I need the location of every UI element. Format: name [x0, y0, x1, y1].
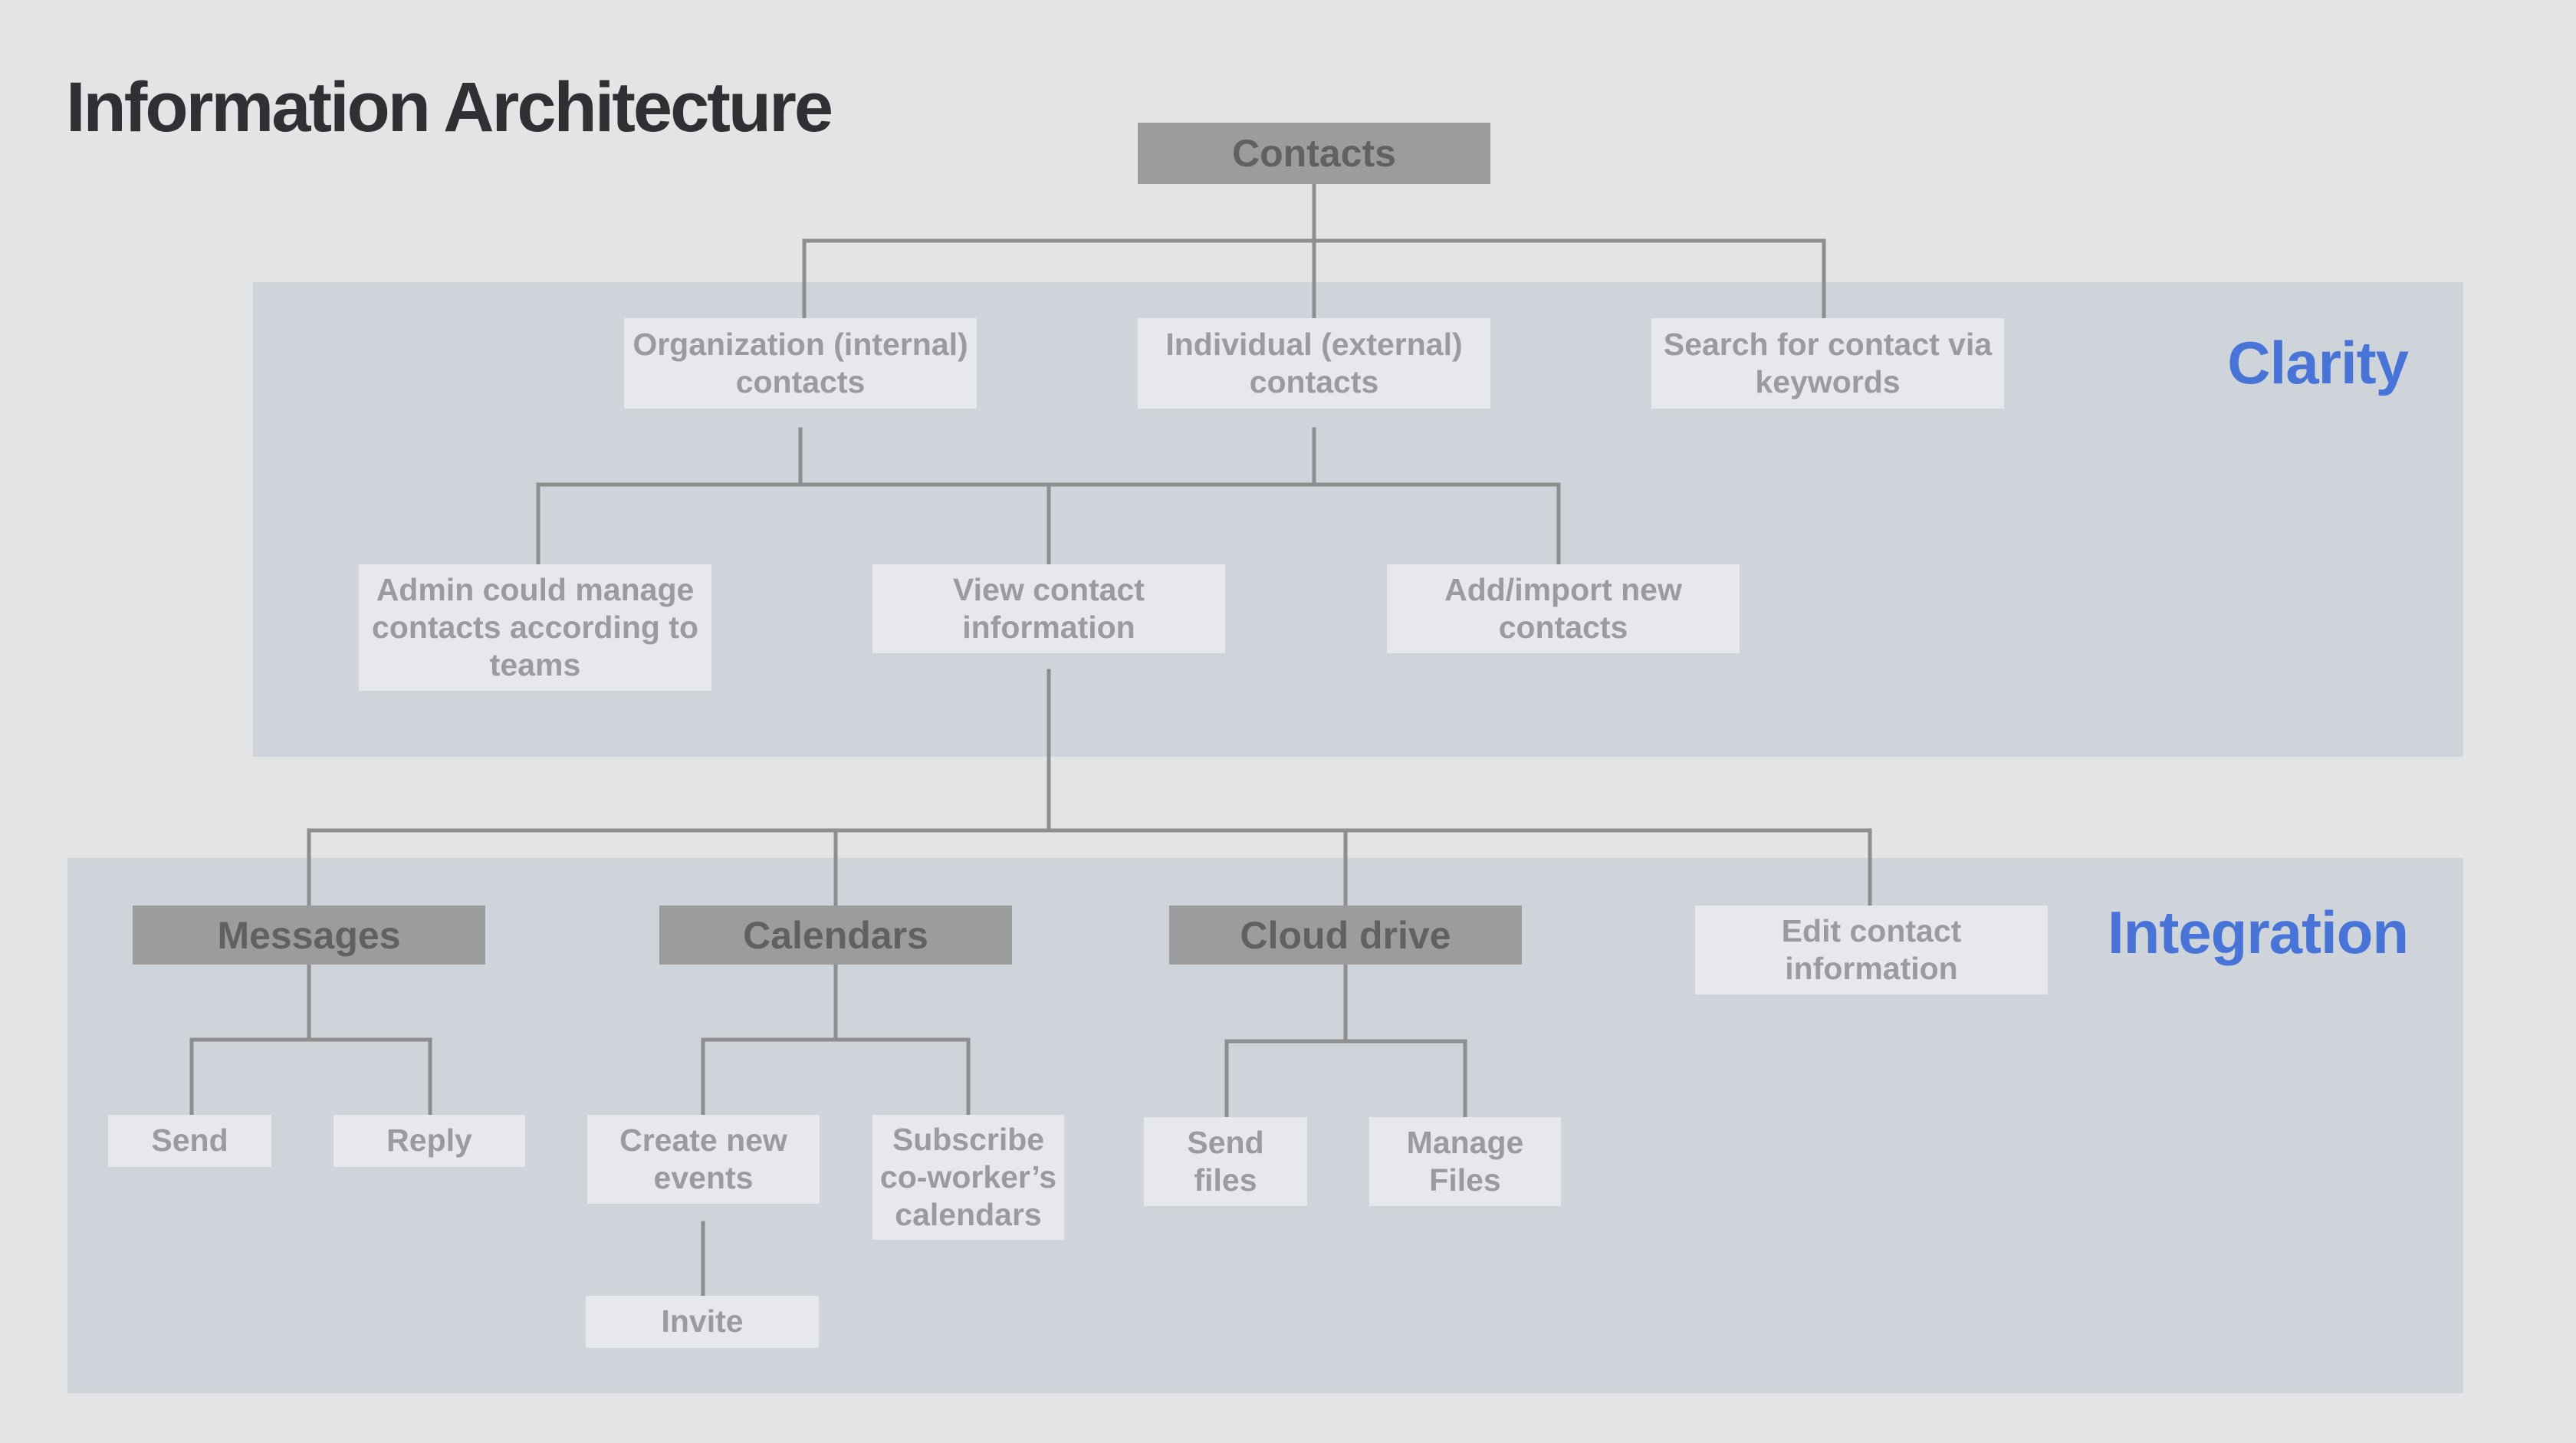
node-manage-files: Manage Files	[1369, 1117, 1561, 1206]
node-contacts: Contacts	[1138, 123, 1490, 184]
node-add-import: Add/import new contacts	[1387, 564, 1740, 653]
node-messages: Messages	[133, 906, 485, 965]
node-send-files: Send files	[1144, 1117, 1307, 1206]
node-view-contact: View contact information	[872, 564, 1225, 653]
node-send: Send	[108, 1115, 271, 1167]
node-admin-manage: Admin could manage contacts according to…	[359, 564, 711, 691]
page-title: Information Architecture	[66, 68, 833, 146]
connector-calendars	[701, 962, 971, 1117]
clarity-section-label: Clarity	[2227, 329, 2409, 396]
connector-messages	[189, 962, 432, 1117]
node-cloud-drive: Cloud drive	[1169, 906, 1522, 965]
node-create-events: Create new events	[587, 1115, 820, 1204]
node-subscribe-calendars: Subscribe co-worker’s calendars	[872, 1115, 1064, 1240]
connector-contacts	[802, 182, 1826, 320]
node-invite: Invite	[586, 1296, 819, 1348]
node-edit-contact: Edit contact information	[1695, 906, 2048, 994]
node-individual-contacts: Individual (external) contacts	[1138, 318, 1490, 409]
node-reply: Reply	[334, 1115, 525, 1167]
connector-view-contact	[307, 669, 1872, 908]
node-calendars: Calendars	[659, 906, 1012, 965]
node-search-contact: Search for contact via keywords	[1651, 318, 2004, 409]
connector-cloud-drive	[1224, 962, 1467, 1119]
integration-section-label: Integration	[2108, 899, 2409, 966]
connector-contact-types	[536, 427, 1561, 567]
node-organization-contacts: Organization (internal) contacts	[624, 318, 977, 409]
